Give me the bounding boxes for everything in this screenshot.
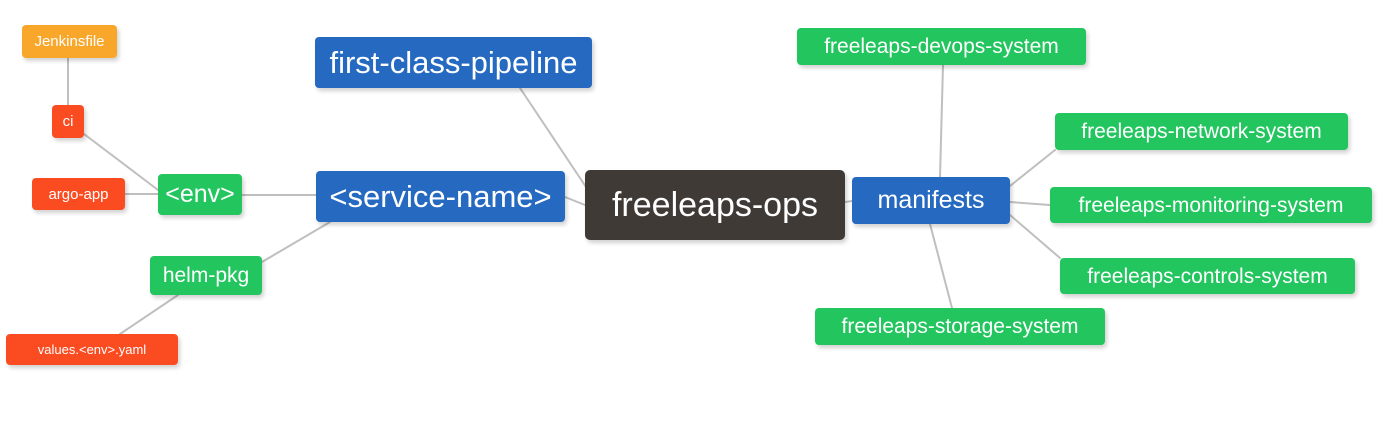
edge-root-to-manifests (844, 200, 853, 203)
node-root[interactable]: freeleaps-ops (585, 170, 845, 240)
node-service-name[interactable]: <service-name> (316, 171, 565, 222)
node-freeleaps-controls-system[interactable]: freeleaps-controls-system (1060, 258, 1355, 294)
edge-root-to-service-name (564, 196, 586, 206)
edge-manifests-to-freeleaps-devops-system (939, 64, 944, 178)
node-jenkinsfile[interactable]: Jenkinsfile (22, 25, 117, 58)
node-freeleaps-devops-system[interactable]: freeleaps-devops-system (797, 28, 1086, 65)
edge-manifests-to-freeleaps-monitoring-system (1009, 201, 1051, 206)
node-argo-app[interactable]: argo-app (32, 178, 125, 210)
edge-manifests-to-freeleaps-storage-system (929, 223, 953, 309)
node-first-class-pipeline[interactable]: first-class-pipeline (315, 37, 592, 88)
node-helm-pkg[interactable]: helm-pkg (150, 256, 262, 295)
node-freeleaps-network-system[interactable]: freeleaps-network-system (1055, 113, 1348, 150)
node-ci[interactable]: ci (52, 105, 84, 138)
node-freeleaps-storage-system[interactable]: freeleaps-storage-system (815, 308, 1105, 345)
edge-service-name-to-helm-pkg (261, 221, 331, 263)
edge-manifests-to-freeleaps-network-system (1009, 149, 1056, 187)
node-manifests[interactable]: manifests (852, 177, 1010, 224)
node-freeleaps-monitoring-system[interactable]: freeleaps-monitoring-system (1050, 187, 1372, 223)
node-values-env-yaml[interactable]: values.<env>.yaml (6, 334, 178, 365)
edge-helm-pkg-to-values-env-yaml (119, 294, 179, 335)
node-env[interactable]: <env> (158, 174, 242, 215)
